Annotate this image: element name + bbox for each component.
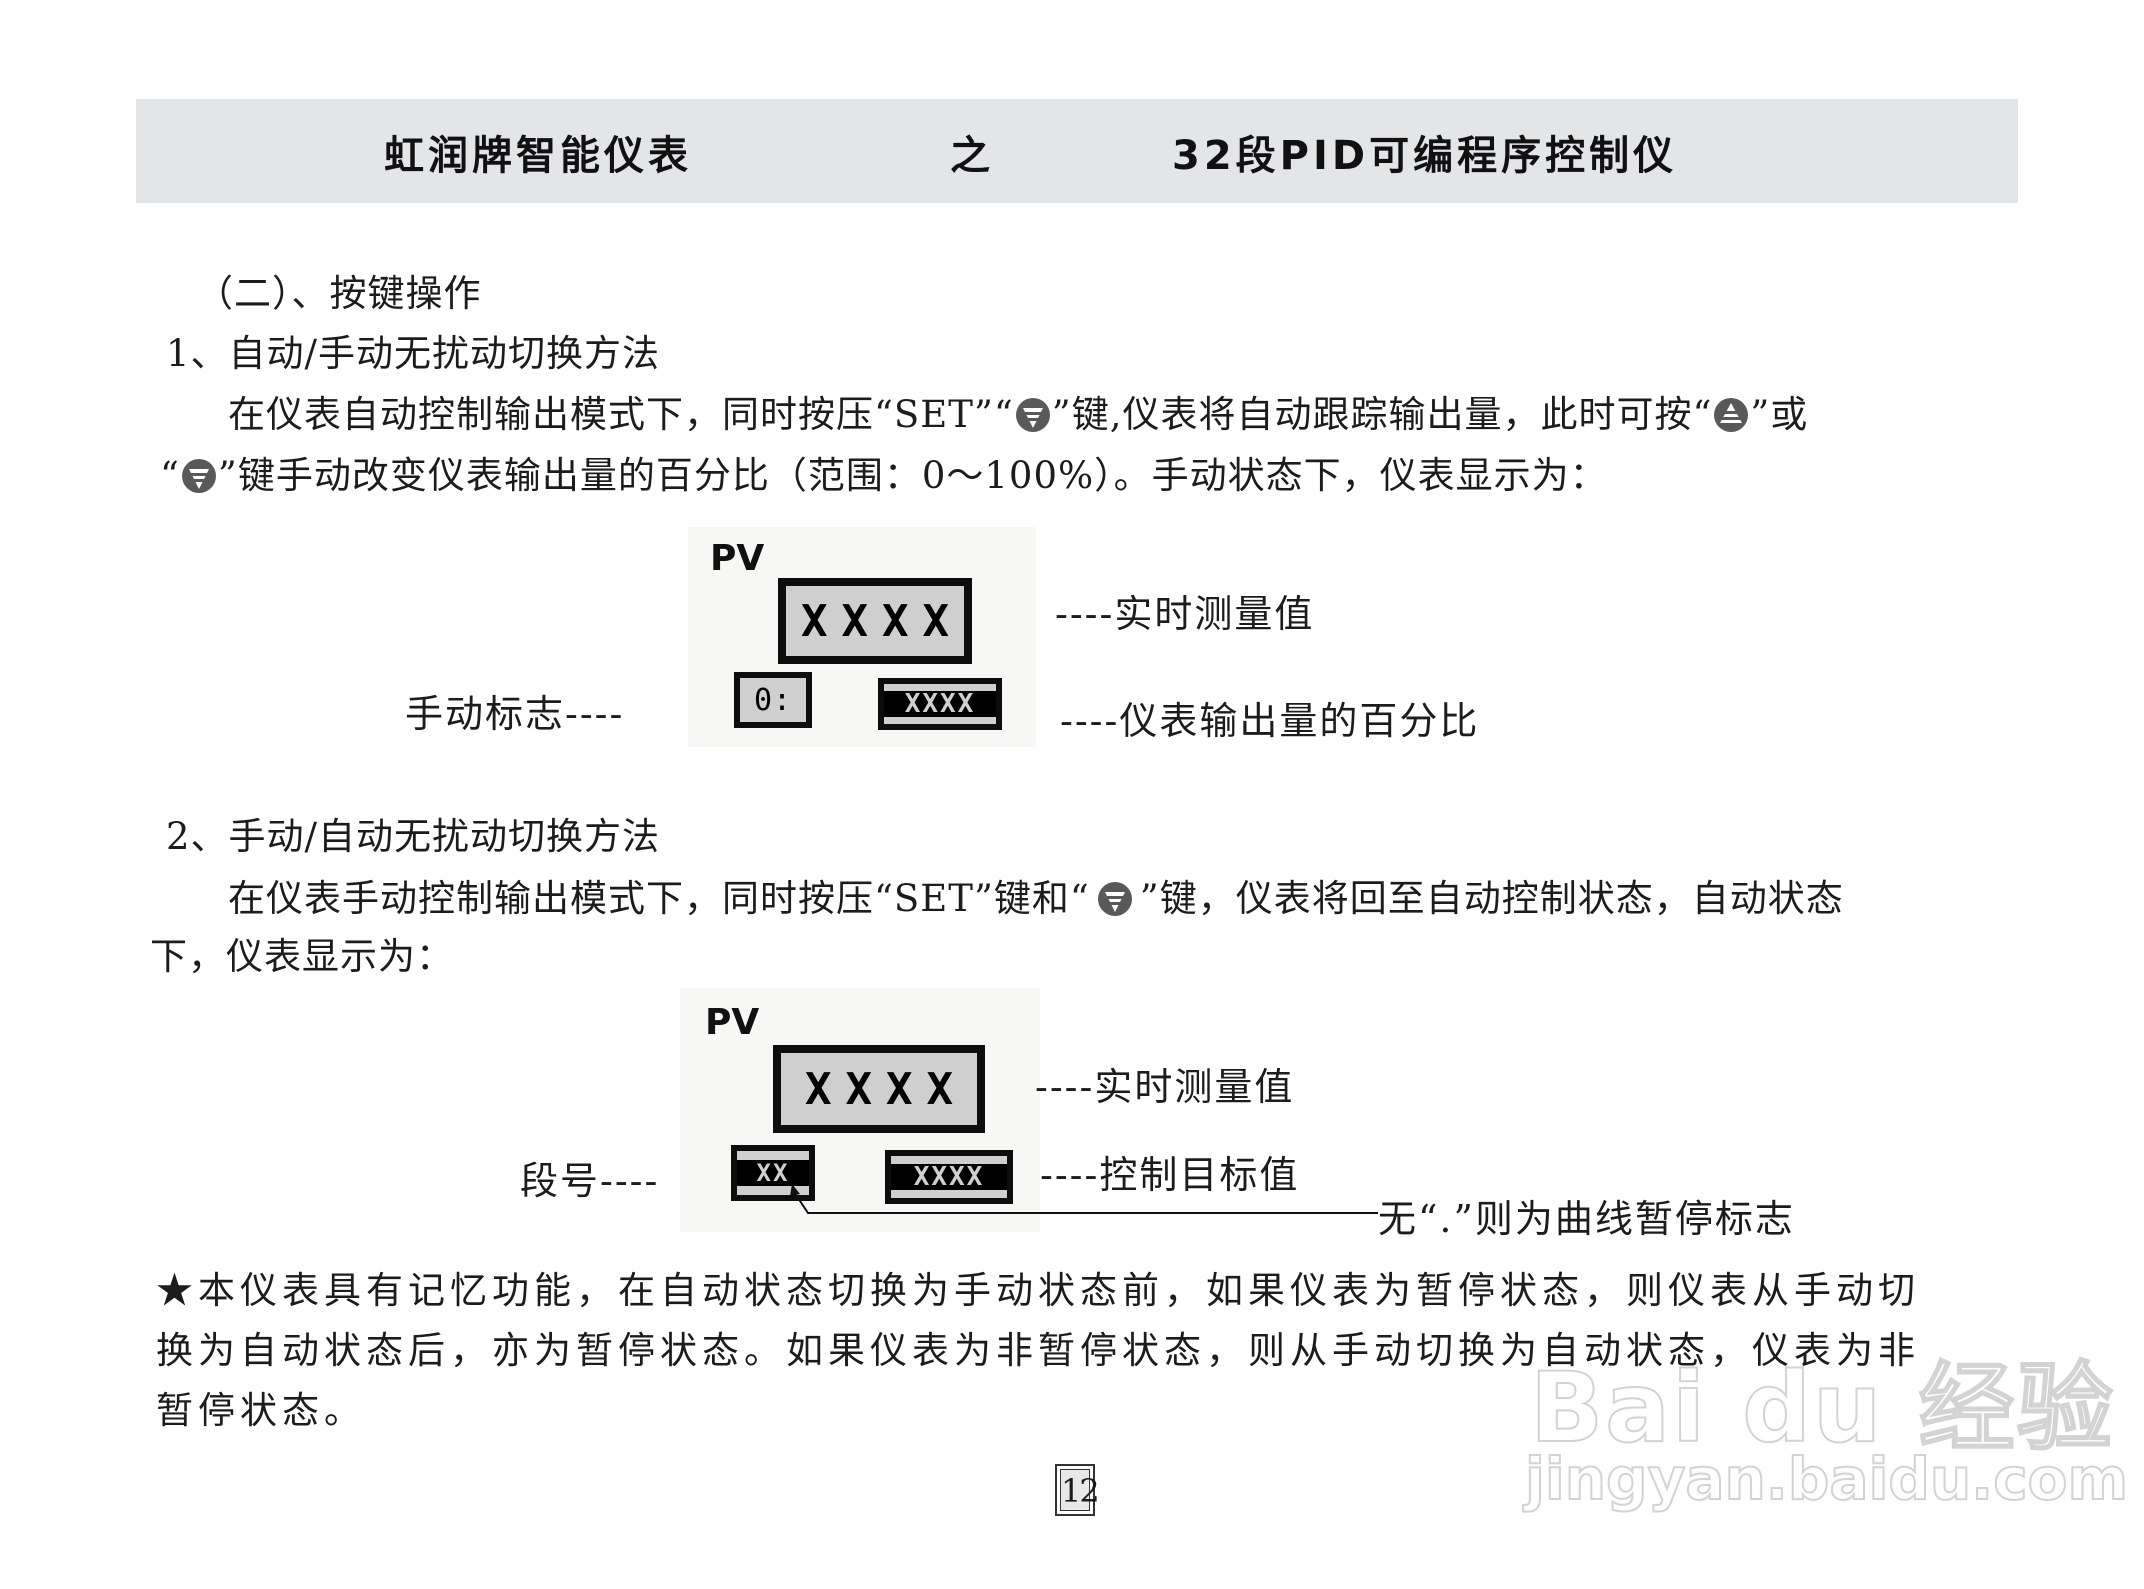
star-icon: ★ [156,1269,198,1312]
target-digits: XXXX [891,1164,1007,1190]
down-key-icon [1015,398,1050,432]
note-line1: ★本仪表具有记忆功能，在自动状态切换为手动状态前，如果仪表为暂停状态，则仪表从手… [156,1260,1920,1314]
segment-number-display: XX [731,1145,815,1201]
pv-digits: XXXX [801,595,963,647]
pv-label: PV [705,1002,760,1043]
section-title: （二）、按键操作 [196,272,482,315]
label-measured-value: ----实时测量值 [1035,1065,1295,1109]
text-segment: “ [160,454,180,497]
pv-main-display: XXXX [773,1045,985,1133]
item2-title: 2、手动/自动无扰动切换方法 [166,815,661,858]
label-manual-flag: 手动标志---- [405,692,625,736]
text-segment: 本仪表具有记忆功能，在自动状态切换为手动状态前，如果仪表为暂停状态，则仪表从手动… [198,1269,1920,1312]
pause-flag-pointer-line [790,1184,1378,1214]
text-segment: 在仪表自动控制输出模式下，同时按压“SET”“ [228,393,1014,436]
label-target-value: ----控制目标值 [1040,1153,1300,1197]
manual-flag-display: 0: [734,672,812,728]
text-segment: 在仪表手动控制输出模式下，同时按压“SET”键和“ [228,877,1090,920]
header-product: 32段PID可编程序控制仪 [1172,133,1678,179]
label-pause-flag: 无“.”则为曲线暂停标志 [1378,1197,1795,1241]
output-digits: XXXX [884,691,996,717]
target-value-display: XXXX [885,1150,1013,1204]
item2-paragraph-line2: 下，仪表显示为： [150,935,454,978]
note-line2: 换为自动状态后，亦为暂停状态。如果仪表为非暂停状态，则从手动切换为自动状态，仪表… [156,1329,1920,1372]
watermark-brand: Bai du 经验 [1529,1351,2115,1465]
segment-digits: XX [737,1160,809,1186]
note-line3: 暂停状态。 [156,1389,366,1432]
header-connector: 之 [950,133,994,179]
page-number-text: 12 [1060,1469,1100,1511]
page-number: 12 [1055,1464,1100,1516]
header-brand: 虹润牌智能仪表 [384,133,692,179]
text-segment: ”键,仪表将自动跟踪输出量，此时可按“ [1051,393,1713,436]
label-segment-number: 段号---- [520,1159,660,1203]
item1-title: 1、自动/手动无扰动切换方法 [166,332,661,375]
down-key-icon [181,459,216,493]
text-segment: ”键，仪表将回至自动控制状态，自动状态 [1139,877,1844,920]
text-segment: ”键手动改变仪表输出量的百分比（范围：0～100%）。手动状态下，仪表显示为： [217,454,1608,497]
item1-paragraph-line2: “ ”键手动改变仪表输出量的百分比（范围：0～100%）。手动状态下，仪表显示为： [160,445,1608,499]
down-key-icon [1097,882,1132,916]
pv-main-display: XXXX [778,578,972,664]
manual-flag-digits: 0: [753,682,793,718]
up-key-icon [1714,398,1749,432]
pv-digits: XXXX [805,1063,967,1115]
output-percent-display: XXXX [878,678,1002,730]
text-segment: ”或 [1750,393,1809,436]
page-header: 虹润牌智能仪表 之 32段PID可编程序控制仪 [136,99,2018,203]
label-measured-value: ----实时测量值 [1055,592,1315,636]
label-output-percent: ----仪表输出量的百分比 [1060,699,1480,743]
item1-paragraph-line1: 在仪表自动控制输出模式下，同时按压“SET”“ ”键,仪表将自动跟踪输出量，此时可… [228,384,1808,438]
pv-label: PV [710,538,765,579]
watermark-url: jingyan.baidu.com [1524,1444,2129,1514]
item2-paragraph-line1: 在仪表手动控制输出模式下，同时按压“SET”键和“ ”键，仪表将回至自动控制状态，… [228,868,1844,922]
